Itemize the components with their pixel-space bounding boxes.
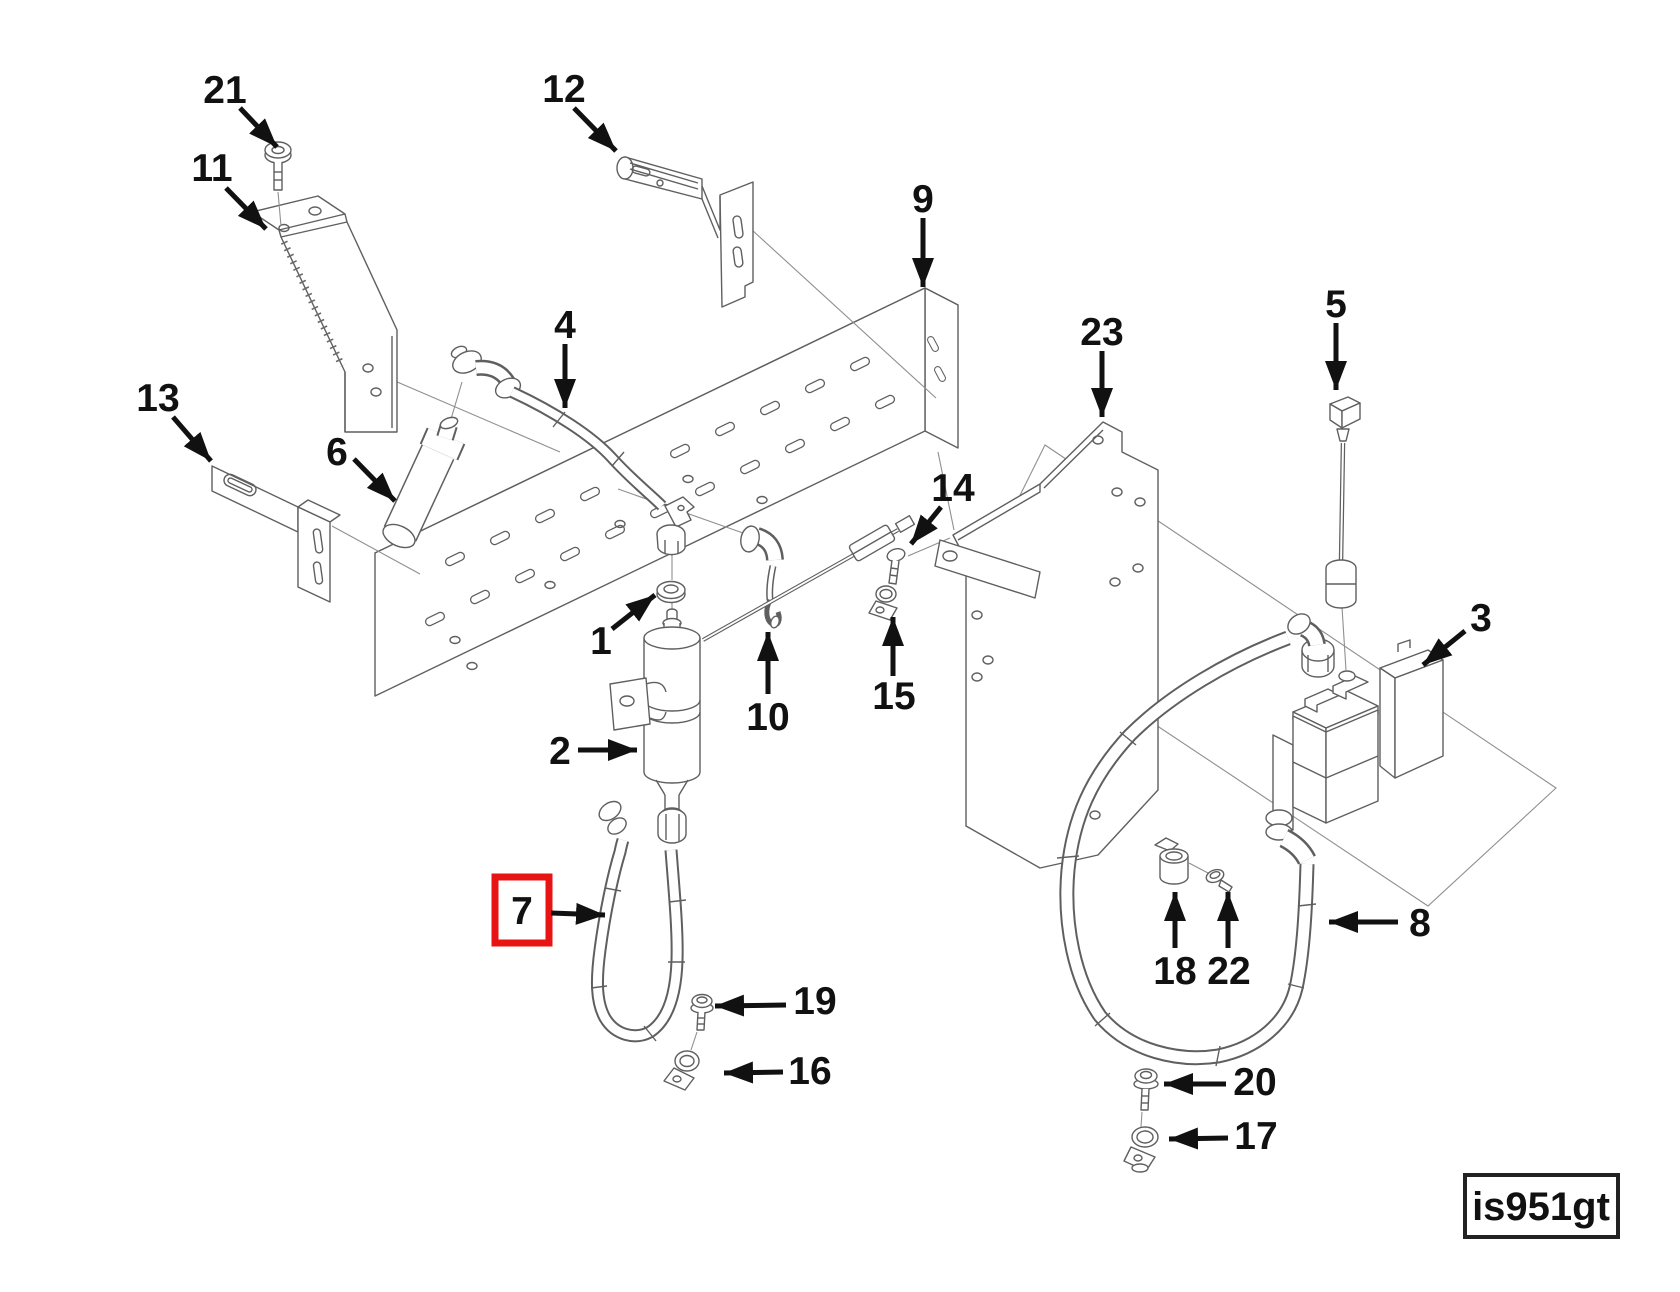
callout-number: 23: [1080, 311, 1123, 354]
clamp-17: [1123, 1126, 1159, 1173]
callout-number: 2: [549, 730, 571, 773]
callout-arrow: [909, 505, 943, 546]
clamp-15: [868, 585, 898, 621]
callout-number: 14: [931, 467, 975, 510]
callout-19[interactable]: 19: [714, 980, 837, 1023]
callout-2[interactable]: 2: [549, 730, 637, 773]
callout-number: 16: [788, 1050, 831, 1093]
rail-holes: [449, 474, 768, 671]
bolt-20: [1133, 1068, 1159, 1128]
callout-number: 13: [136, 377, 179, 420]
callout-number: 4: [554, 304, 576, 347]
callout-12[interactable]: 12: [542, 68, 618, 153]
grommet: [1154, 837, 1209, 885]
callout-number: 19: [793, 980, 836, 1023]
callout-5[interactable]: 5: [1325, 283, 1347, 390]
callout-21[interactable]: 21: [203, 69, 279, 149]
hose-upper: [450, 345, 695, 556]
rod-assembly: [702, 514, 916, 642]
callout-arrow: [572, 106, 618, 153]
callout-number: 11: [191, 147, 232, 190]
callout-number: 8: [1409, 902, 1431, 945]
strap-bracket: [616, 156, 754, 308]
callout-14[interactable]: 14: [909, 467, 975, 546]
callout-number: 7: [511, 890, 533, 933]
callout-13[interactable]: 13: [136, 377, 213, 463]
callout-9[interactable]: 9: [912, 178, 934, 287]
bracket-bent: [251, 195, 398, 433]
cable: [1325, 396, 1361, 609]
screw-22: [1205, 868, 1233, 893]
callout-number: 22: [1207, 950, 1250, 993]
callout-16[interactable]: 16: [723, 1050, 832, 1093]
callout-number: 3: [1470, 597, 1492, 640]
callout-number: 12: [542, 68, 585, 111]
hose-large: [1056, 630, 1317, 1067]
callout-8[interactable]: 8: [1329, 902, 1431, 945]
elbow-fitting: [740, 525, 784, 629]
callout-number: 21: [203, 69, 246, 112]
callout-arrow: [224, 186, 268, 231]
callout-17[interactable]: 17: [1168, 1115, 1278, 1158]
callout-arrow: [714, 994, 787, 1017]
washer: [656, 580, 686, 604]
callout-arrow: [1421, 629, 1467, 667]
callout-3[interactable]: 3: [1421, 597, 1492, 667]
solenoid-valve: [1265, 613, 1444, 865]
callout-7[interactable]: 7: [491, 873, 606, 947]
diagram-code-label: is951gt: [1463, 1173, 1620, 1239]
callout-18[interactable]: 18: [1153, 892, 1197, 993]
callout-1[interactable]: 1: [590, 593, 657, 663]
callout-15[interactable]: 15: [872, 617, 916, 718]
callout-arrow: [1168, 1127, 1229, 1150]
callout-number: 10: [746, 696, 789, 739]
bolt-19: [690, 993, 714, 1051]
callout-arrow: [352, 457, 397, 503]
callout-6[interactable]: 6: [326, 431, 397, 503]
callout-20[interactable]: 20: [1164, 1061, 1277, 1104]
callout-4[interactable]: 4: [554, 304, 576, 408]
callout-number: 17: [1234, 1115, 1277, 1158]
callout-arrow: [723, 1061, 784, 1084]
screw-14: [886, 548, 906, 585]
callout-number: 15: [872, 675, 915, 718]
callout-number: 1: [590, 620, 612, 663]
dryer-canister: [609, 608, 701, 844]
callout-23[interactable]: 23: [1080, 311, 1124, 417]
callout-number: 9: [912, 178, 934, 221]
callout-number: 18: [1153, 950, 1196, 993]
clamp-16: [663, 1050, 700, 1091]
callout-22[interactable]: 22: [1207, 892, 1251, 993]
bracket-flat: [211, 465, 341, 603]
callout-arrow: [238, 106, 279, 149]
highlight-box: [491, 873, 553, 947]
gas-cylinder: [382, 416, 466, 549]
callout-11[interactable]: 11: [191, 147, 268, 231]
hose-loop: [590, 800, 687, 1043]
bolt-21: [264, 141, 292, 227]
callout-arrow: [171, 415, 213, 463]
callout-arrow: [610, 593, 657, 631]
callout-number: 6: [326, 431, 348, 474]
callout-arrow: [550, 902, 606, 925]
callout-number: 20: [1233, 1061, 1276, 1104]
diagram-code: is951gt: [1472, 1185, 1610, 1229]
callout-10[interactable]: 10: [746, 632, 790, 739]
callout-number: 5: [1325, 283, 1347, 326]
callout-layer: 21 11 12 9 4 23 5 13 6 14 3 1 10 15 2 7 19 16 18 22 8 20 17: [136, 68, 1492, 1158]
